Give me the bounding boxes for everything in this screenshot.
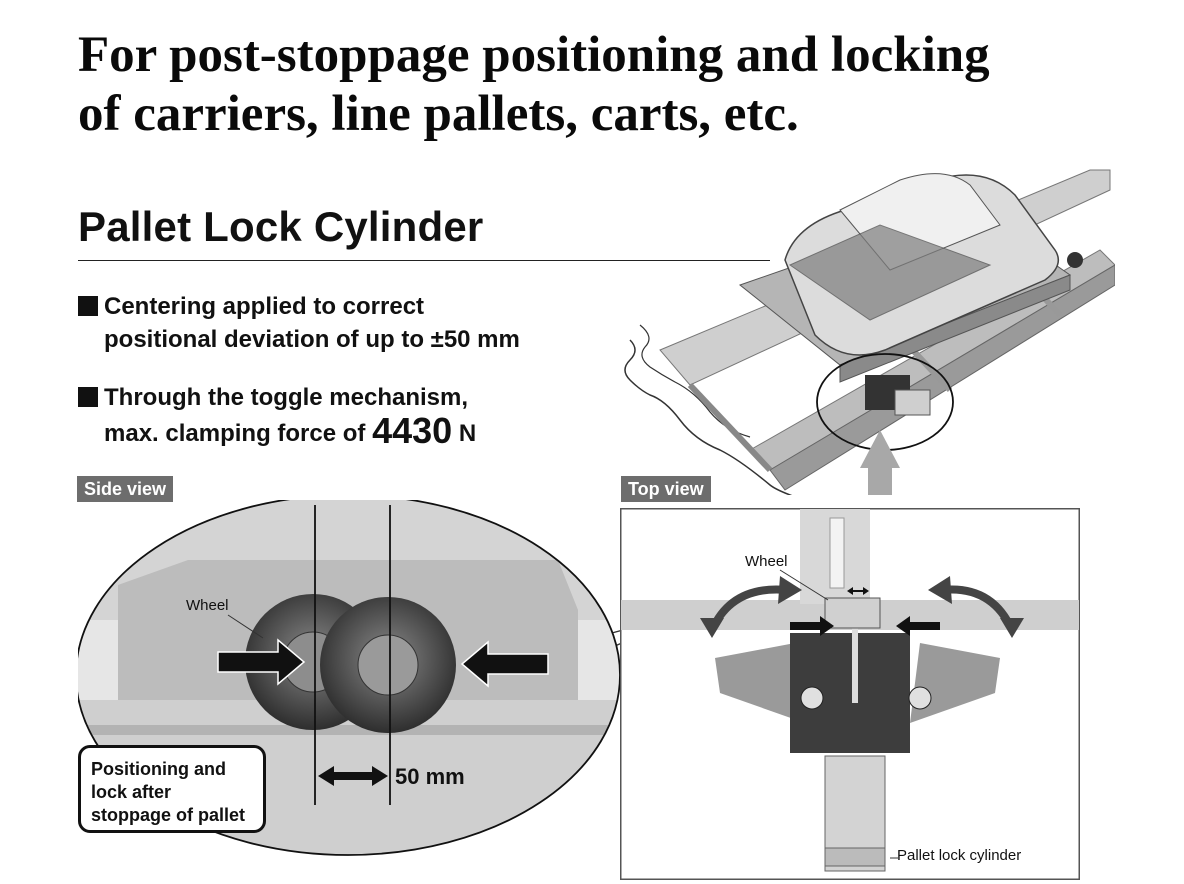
- headline-line-1: For post-stoppage positioning and lockin…: [78, 27, 990, 83]
- side-view-illustration: [78, 500, 638, 856]
- headline: For post-stoppage positioning and lockin…: [78, 26, 1158, 144]
- feature-centering: Centering applied to correct positional …: [78, 290, 520, 356]
- top-view-illustration: [620, 508, 1080, 880]
- top-view-label: Top view: [621, 476, 711, 502]
- feature-2-prefix: max. clamping force of: [104, 420, 373, 447]
- feature-1-line-1: Centering applied to correct: [104, 293, 425, 320]
- square-bullet-icon: [78, 387, 98, 407]
- feature-clamping-force: Through the toggle mechanism, max. clamp…: [78, 381, 476, 450]
- title-rule: [78, 260, 770, 261]
- headline-line-2: of carriers, line pallets, carts, etc.: [78, 86, 799, 142]
- top-view-wheel-label: Wheel: [745, 553, 788, 570]
- dimension-50mm-label: 50 mm: [395, 764, 465, 789]
- feature-1-line-2: positional deviation of up to ±50 mm: [104, 326, 520, 353]
- feature-2-line-2: max. clamping force of 4430 N: [78, 413, 477, 450]
- clamping-force-value: 4430: [372, 410, 453, 451]
- side-view-label: Side view: [77, 476, 174, 502]
- callout-line-2: lock after: [91, 782, 172, 802]
- car-on-rail-illustration: [624, 169, 1115, 495]
- callout-line-3: stoppage of pallet: [91, 805, 246, 825]
- square-bullet-icon: [78, 296, 98, 316]
- product-title: Pallet Lock Cylinder: [78, 203, 484, 250]
- pallet-lock-cylinder-label: Pallet lock cylinder: [897, 847, 1022, 864]
- side-view-wheel-label: Wheel: [186, 597, 229, 614]
- positioning-callout-box: Positioning and lock after stoppage of p…: [78, 745, 266, 833]
- clamping-force-unit: N: [452, 420, 477, 447]
- callout-line-1: Positioning and: [91, 759, 226, 779]
- feature-2-line-1: Through the toggle mechanism,: [104, 384, 469, 411]
